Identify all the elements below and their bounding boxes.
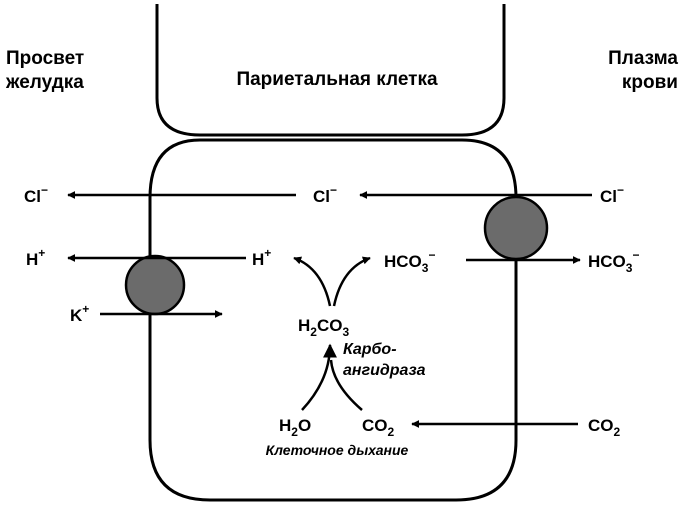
h2o-co2-to-h2co3-arrow <box>301 343 337 411</box>
co2-merge-arrow-line <box>329 359 363 411</box>
co2-plasma-label: CO2 <box>588 416 621 439</box>
cellular-respiration-label: Клеточное дыхание <box>266 442 409 458</box>
h2co3-label: H2CO3 <box>298 316 349 339</box>
lumen-header-line2: желудка <box>5 72 84 93</box>
enzyme-label-line1: Карбо- <box>343 341 397 358</box>
h-cell-label: H+ <box>252 246 271 269</box>
h-lumen-label: H+ <box>26 246 45 269</box>
cl-hco3-exchanger <box>483 195 549 261</box>
cell-body <box>148 138 518 502</box>
plasma-header-line2: крови <box>622 72 678 93</box>
cl-cell-label: Cl− <box>313 183 337 206</box>
cell-header: Париетальная клетка <box>236 69 438 90</box>
cl-lumen-label: Cl− <box>24 183 48 206</box>
cell-membrane <box>155 4 506 137</box>
plasma-header-line1: Плазма <box>608 48 678 69</box>
co2-cell-label: CO2 <box>362 416 395 439</box>
h2o-label: H2O <box>279 416 311 439</box>
h2co3-to-h-arrow <box>293 256 332 307</box>
hco3-plasma-label: HCO3− <box>588 248 639 275</box>
hco3-cell-label: HCO3− <box>384 248 435 275</box>
h2co3-to-hco3-arrow <box>332 256 371 307</box>
enzyme-label-line2: ангидраза <box>343 362 426 379</box>
lumen-header-line1: Просвет <box>6 48 84 69</box>
h-k-atpase-transporter <box>124 254 186 316</box>
cl-plasma-label: Cl− <box>600 183 624 206</box>
k-lumen-label: K+ <box>70 302 89 325</box>
